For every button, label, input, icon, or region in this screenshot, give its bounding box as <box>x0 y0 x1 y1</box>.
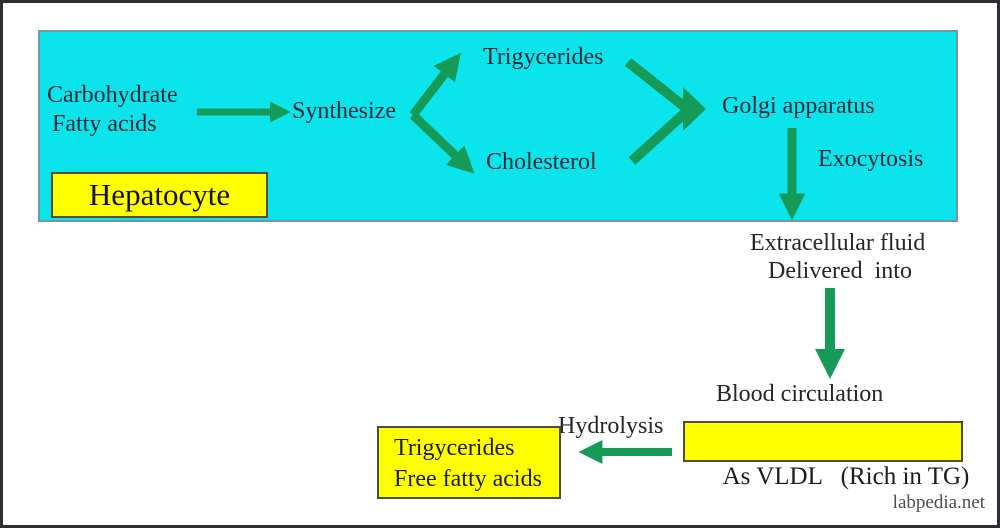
vldl-label: As VLDL (Rich in TG) <box>722 463 970 490</box>
triglycerides-label: Trigycerides <box>483 44 604 70</box>
blood-circulation-label: Blood circulation <box>716 381 884 407</box>
extracellular-fluid-label: Extracellular fluid <box>750 230 926 256</box>
substrate-fatty-acids-label: Fatty acids <box>52 111 157 137</box>
watermark: labpedia.net <box>892 492 985 513</box>
delivered-into-label: Delivered into <box>768 258 912 284</box>
cholesterol-label: Cholesterol <box>486 149 597 175</box>
hepatocyte-label-box: Hepatocyte <box>51 172 268 218</box>
substrate-carbohydrate-label: Carbohydrate <box>47 82 178 108</box>
exocytosis-label: Exocytosis <box>818 146 924 172</box>
synthesize-label: Synthesize <box>292 98 396 124</box>
hydrolysis-products-box: Trigycerides Free fatty acids <box>377 426 561 499</box>
golgi-apparatus-label: Golgi apparatus <box>722 93 875 119</box>
hydrolysis-label: Hydrolysis <box>558 413 664 439</box>
product-free-fatty-acids-label: Free fatty acids <box>394 466 542 492</box>
vldl-box: As VLDL (Rich in TG) <box>683 421 969 490</box>
hepatocyte-label: Hepatocyte <box>88 177 231 212</box>
product-triglycerides-label: Trigycerides <box>394 435 515 461</box>
